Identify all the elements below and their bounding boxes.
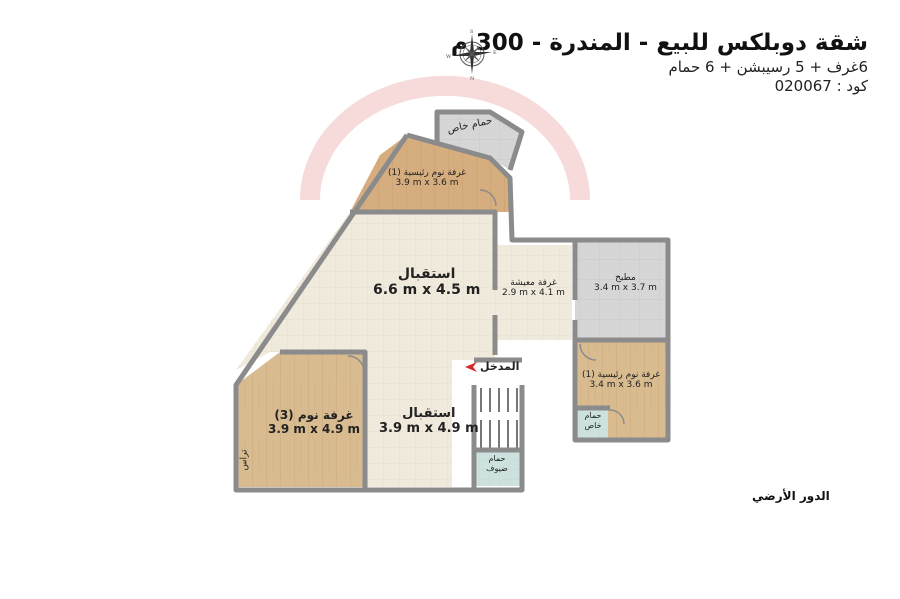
room-label-reception-1: استقبال 6.6 m x 4.5 m — [373, 266, 481, 298]
room-label-master-bath-right: حمام خاص — [584, 411, 602, 430]
svg-text:W: W — [446, 54, 452, 60]
listing-title: شقة دوبلكس للبيع - المندرة - 300 م — [450, 30, 868, 56]
room-label-terrace: تراس — [239, 449, 250, 471]
staircase — [474, 385, 522, 451]
listing-summary: 6غرف + 5 رسيبشن + 6 حمام — [668, 58, 868, 76]
svg-text:E: E — [493, 50, 497, 56]
room-label-master-bedroom-top: غرفة نوم رئيسية (1) 3.9 m x 3.6 m — [388, 168, 467, 188]
floor-label: الدور الأرضي — [752, 489, 830, 503]
room-label-kitchen: مطبخ 3.4 m x 3.7 m — [594, 273, 657, 293]
room-master-bath-right — [578, 408, 608, 438]
watermark — [300, 75, 590, 201]
room-label-living-room: غرفة معيشة 2.9 m x 4.1 m — [502, 278, 565, 298]
walls — [233, 109, 671, 493]
room-label-master-bedroom-right: غرفة نوم رئيسية (1) 3.4 m x 3.6 m — [582, 370, 661, 390]
room-label-entrance: المدخل — [480, 360, 520, 373]
svg-text:N: N — [470, 76, 475, 80]
svg-text:S: S — [470, 29, 474, 35]
entry-arrow-icon — [465, 362, 477, 372]
room-bedroom-3 — [236, 352, 365, 487]
listing-code: كود : 020067 — [774, 77, 868, 95]
room-label-reception-2: استقبال 3.9 m x 4.9 m — [379, 406, 479, 436]
room-label-bedroom-3: غرفة نوم (3) 3.9 m x 4.9 m — [268, 408, 360, 436]
room-kitchen — [575, 238, 670, 340]
room-label-guest-bath: حمام ضيوف — [486, 454, 508, 473]
listing-header: شقة دوبلكس للبيع - المندرة - 300 م 6غرف … — [451, 28, 868, 96]
room-master-bath-top — [437, 112, 522, 170]
compass-rose-icon: S E W N — [446, 29, 497, 80]
room-guest-bath — [474, 452, 520, 486]
